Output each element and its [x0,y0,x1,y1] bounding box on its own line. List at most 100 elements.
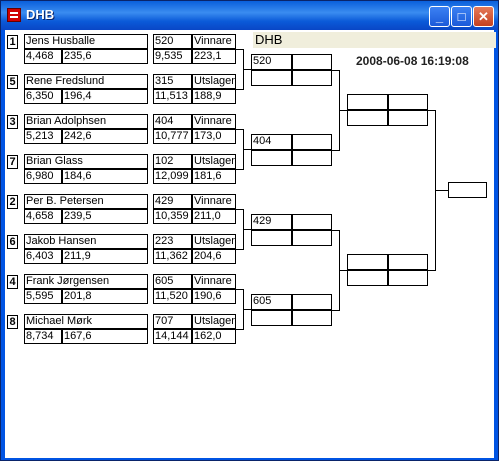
match-stat-2: 190,6 [192,289,236,304]
bracket-line [236,249,244,250]
round2-cell [292,150,332,166]
bracket-line [236,89,244,90]
match-score: 102 [153,154,192,169]
round2-score: 605 [251,294,292,310]
match-stat-1: 14,144 [153,329,192,344]
match-stat-1: 11,362 [153,249,192,264]
match-status: Utslagen [192,314,236,329]
player-stat-2: 167,6 [62,329,148,344]
match-status: Vinnare [192,114,236,129]
round2-score: 520 [251,54,292,70]
player-stat-1: 4,468 [24,49,62,64]
player-name[interactable]: Jens Husballe [24,34,148,49]
bracket-line [339,110,347,111]
match-stat-1: 11,520 [153,289,192,304]
match-status: Utslagen [192,74,236,89]
close-button[interactable]: ✕ [473,6,494,27]
match-stat-1: 10,777 [153,129,192,144]
semifinal-cell [388,94,428,110]
bracket-line [236,289,244,290]
round2-cell [251,150,292,166]
timestamp: 2008-06-08 16:19:08 [356,54,469,68]
semifinal-cell [388,110,428,126]
bracket-line [236,329,244,330]
window-title: DHB [26,7,55,22]
player-name[interactable]: Per B. Petersen [24,194,148,209]
match-status: Utslagen [192,234,236,249]
round2-score: 429 [251,214,292,230]
match-score: 605 [153,274,192,289]
seed-number: 5 [7,75,18,89]
player-name[interactable]: Brian Glass [24,154,148,169]
match-score: 520 [153,34,192,49]
player-name[interactable]: Michael Mørk [24,314,148,329]
match-status: Vinnare [192,34,236,49]
bracket-line [332,230,340,231]
match-status: Vinnare [192,274,236,289]
player-stat-1: 6,403 [24,249,62,264]
seed-number: 6 [7,235,18,249]
bracket-line [332,70,340,71]
player-stat-1: 6,980 [24,169,62,184]
player-stat-1: 5,213 [24,129,62,144]
match-score: 429 [153,194,192,209]
match-stat-1: 12,099 [153,169,192,184]
match-stat-2: 223,1 [192,49,236,64]
round2-cell [292,54,332,70]
seed-number: 2 [7,195,18,209]
bracket-line [236,49,244,50]
player-stat-2: 196,4 [62,89,148,104]
bracket-line [243,229,251,230]
match-score: 404 [153,114,192,129]
bracket-line [435,190,448,191]
player-name[interactable]: Rene Fredslund [24,74,148,89]
match-score: 223 [153,234,192,249]
round2-cell [292,214,332,230]
seed-number: 4 [7,275,18,289]
match-stat-2: 188,9 [192,89,236,104]
seed-number: 1 [7,35,18,49]
bracket-line [243,149,251,150]
semifinal-cell [347,270,388,286]
round2-cell [292,310,332,326]
bracket-line [236,209,244,210]
round2-cell [251,70,292,86]
minimize-button[interactable]: _ [429,6,450,27]
bracket-line [332,150,340,151]
round2-cell [292,70,332,86]
seed-number: 3 [7,115,18,129]
player-stat-1: 6,350 [24,89,62,104]
bracket-line [243,309,251,310]
maximize-button[interactable]: □ [451,6,472,27]
match-score: 315 [153,74,192,89]
bracket-line [428,110,436,111]
player-stat-2: 211,9 [62,249,148,264]
player-stat-1: 5,595 [24,289,62,304]
match-stat-2: 173,0 [192,129,236,144]
round2-score: 404 [251,134,292,150]
round2-cell [251,310,292,326]
player-name[interactable]: Jakob Hansen [24,234,148,249]
player-stat-2: 235,6 [62,49,148,64]
match-status: Utslagen [192,154,236,169]
round2-cell [292,294,332,310]
bracket-line [339,270,347,271]
match-score: 707 [153,314,192,329]
round2-cell [251,230,292,246]
player-name[interactable]: Frank Jørgensen [24,274,148,289]
match-stat-2: 204,6 [192,249,236,264]
player-stat-2: 201,8 [62,289,148,304]
match-stat-1: 9,535 [153,49,192,64]
match-stat-2: 181,6 [192,169,236,184]
match-stat-1: 11,513 [153,89,192,104]
title-bar[interactable]: DHB _ □ ✕ [1,1,498,30]
semifinal-cell [388,270,428,286]
semifinal-cell [388,254,428,270]
player-stat-1: 8,734 [24,329,62,344]
bracket-line [243,69,251,70]
player-stat-2: 242,6 [62,129,148,144]
player-stat-2: 239,5 [62,209,148,224]
header-title: DHB [253,32,496,48]
player-name[interactable]: Brian Adolphsen [24,114,148,129]
